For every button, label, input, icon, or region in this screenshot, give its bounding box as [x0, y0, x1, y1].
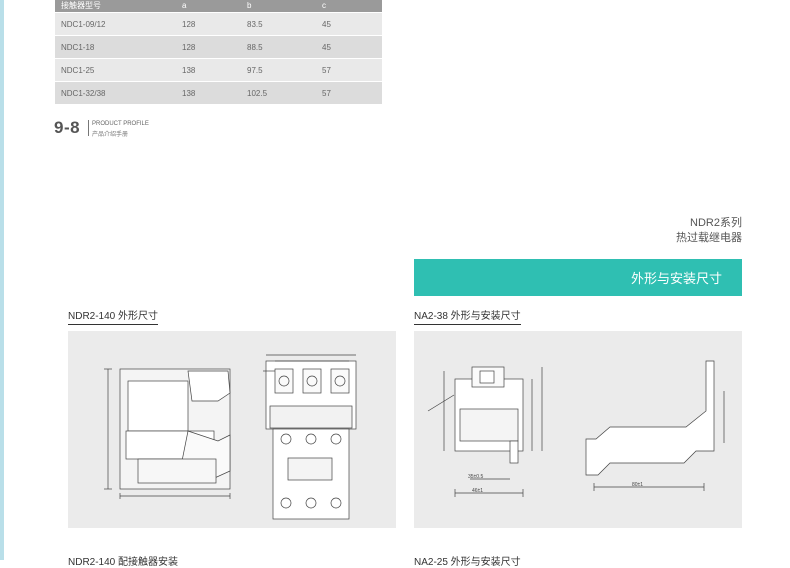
right-bottom-title: NA2-25 外形与安装尺寸: [414, 557, 521, 568]
left-drawing-panel: [68, 331, 396, 528]
table-cell: NDC1-32/38: [55, 81, 176, 105]
table-header-cell: b: [241, 0, 316, 13]
table-cell: 102.5: [241, 81, 316, 105]
page-number: 9-8: [54, 118, 81, 137]
table-header-cell: c: [316, 0, 382, 13]
page-edge-strip: [0, 0, 4, 560]
series-name: NDR2系列: [690, 217, 742, 229]
product-profile-label-cn: 产品介绍手册: [92, 132, 129, 138]
table-header-cell: 接触器型号: [55, 0, 176, 13]
table-row: NDC1-18 128 88.5 45: [55, 35, 382, 59]
left-bottom-title: NDR2-140 配接触器安装: [68, 557, 179, 568]
table-cell: 97.5: [241, 58, 316, 82]
table-cell: NDC1-09/12: [55, 12, 176, 36]
table-cell: 88.5: [241, 35, 316, 59]
page-number-divider: [88, 120, 89, 136]
left-section-title: NDR2-140 外形尺寸: [68, 307, 159, 325]
right-section-title: NA2-38 外形与安装尺寸: [414, 307, 521, 325]
table-cell: 138: [176, 58, 241, 82]
series-subtitle: 热过载继电器: [676, 232, 742, 244]
table-cell: 128: [176, 12, 241, 36]
dimension-label: 35±0.5: [468, 474, 484, 480]
table-cell: 83.5: [241, 12, 316, 36]
table-header-cell: a: [176, 0, 241, 13]
contactor-dimension-table: 接触器型号 a b c NDC1-09/12 128 83.5 45 NDC1-…: [55, 0, 382, 105]
table-cell: 57: [316, 81, 382, 105]
table-cell: 57: [316, 58, 382, 82]
na2-38-outline-drawing: [427, 360, 725, 497]
table-row: NDC1-32/38 138 102.5 57: [55, 81, 382, 105]
ndr2-140-outline-drawing: [104, 354, 357, 520]
table-cell: NDC1-18: [55, 35, 176, 59]
table-cell: 138: [176, 81, 241, 105]
product-profile-label: PRODUCT PROFILE: [92, 121, 149, 127]
table-row: NDC1-09/12 128 83.5 45: [55, 12, 382, 36]
table-header-row: 接触器型号 a b c: [55, 0, 382, 13]
section-banner-title: 外形与安装尺寸: [630, 271, 722, 286]
dimension-label: 46±1: [472, 488, 484, 494]
section-banner: 外形与安装尺寸: [414, 259, 742, 296]
table-cell: 45: [316, 12, 382, 36]
table-cell: NDC1-25: [55, 58, 176, 82]
table-cell: 45: [316, 35, 382, 59]
table-cell: 128: [176, 35, 241, 59]
series-heading: NDR2系列 热过载继电器: [676, 216, 742, 246]
table-row: NDC1-25 138 97.5 57: [55, 58, 382, 82]
right-drawing-panel: 35±0.5 46±1 80±1: [414, 331, 742, 528]
dimension-label: 80±1: [632, 482, 644, 488]
